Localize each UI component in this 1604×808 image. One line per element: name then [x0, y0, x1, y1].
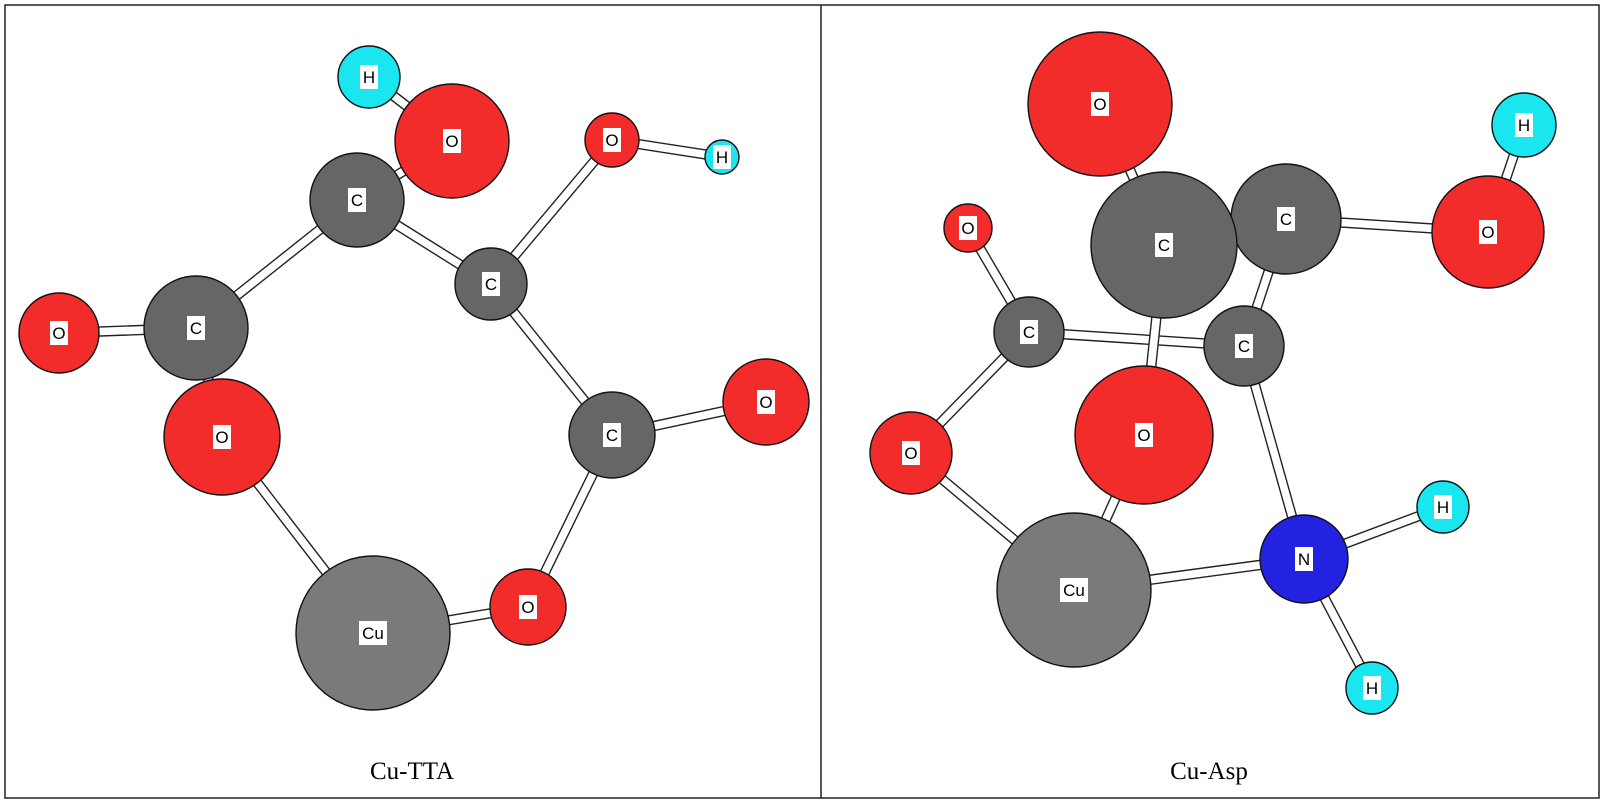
atom-label: C: [1280, 210, 1292, 229]
atom-label: O: [1093, 95, 1106, 114]
atom-label: O: [521, 598, 534, 617]
atom-label-box: [50, 321, 68, 345]
atom-label: H: [1437, 498, 1449, 517]
atom-c: C: [1203, 305, 1285, 387]
atom-label: O: [1137, 426, 1150, 445]
atom-label-box: [902, 441, 920, 465]
atom-label: O: [1481, 223, 1494, 242]
atom-o: O: [1027, 31, 1173, 177]
atom-label-box: [1020, 320, 1038, 344]
atom-label-box: [603, 423, 621, 447]
atom-c: C: [568, 391, 656, 479]
atom-label-box: [213, 425, 231, 449]
atom-c: C: [454, 247, 528, 321]
atom-label: O: [961, 219, 974, 238]
atom-c: C: [1090, 171, 1238, 319]
atom-label: O: [904, 444, 917, 463]
atom-o: O: [869, 411, 953, 495]
atom-h: H: [337, 45, 401, 109]
atom-label: O: [605, 131, 618, 150]
atom-c: C: [143, 275, 249, 381]
atom-label: C: [1158, 236, 1170, 255]
atom-o: O: [1074, 365, 1214, 505]
atom-label: C: [190, 319, 202, 338]
atom-c: C: [993, 296, 1065, 368]
atom-h: H: [1345, 661, 1399, 715]
atom-o: O: [489, 568, 567, 646]
caption-cu-asp: Cu-Asp: [1170, 758, 1248, 785]
atom-label: O: [52, 324, 65, 343]
atom-n: N: [1259, 514, 1349, 604]
atom-label: C: [351, 191, 363, 210]
atom-label-box: [713, 145, 731, 169]
atom-label-box: [757, 390, 775, 414]
atom-label: H: [716, 148, 728, 167]
atom-h: H: [704, 139, 740, 175]
atom-label: H: [363, 68, 375, 87]
atom-o: O: [722, 358, 810, 446]
atom-label: O: [445, 132, 458, 151]
atom-o: O: [394, 83, 510, 199]
atom-label-box: [1363, 676, 1381, 700]
atom-label-box: [1277, 207, 1295, 231]
atom-label-box: [1235, 334, 1253, 358]
atom-label: N: [1298, 550, 1310, 569]
atom-label-box: [1479, 220, 1497, 244]
atom-label-box: [1091, 92, 1109, 116]
atom-label: H: [1366, 679, 1378, 698]
atom-o: O: [584, 112, 640, 168]
atom-label: O: [215, 428, 228, 447]
atom-label-box: [1135, 423, 1153, 447]
atom-o: O: [1431, 175, 1545, 289]
atom-label-box: [1155, 233, 1173, 257]
atom-label-box: [482, 272, 500, 296]
atom-label-box: [348, 188, 366, 212]
atom-label: Cu: [1063, 581, 1085, 600]
caption-cu-tta: Cu-TTA: [370, 758, 454, 785]
atom-c: C: [1230, 163, 1342, 275]
atom-label-box: [1434, 495, 1452, 519]
atom-c: C: [309, 152, 405, 248]
atom-label-box: [603, 128, 621, 152]
atom-label: O: [759, 393, 772, 412]
atom-label-box: [959, 216, 977, 240]
atom-label-box: [443, 129, 461, 153]
atom-cu: Cu: [295, 555, 451, 711]
atom-label-box: [519, 595, 537, 619]
atom-h: H: [1491, 92, 1557, 158]
atom-label: C: [485, 275, 497, 294]
atom-h: H: [1416, 480, 1470, 534]
atom-layer: H O C O H C O C O C O Cu O: [18, 45, 810, 711]
atom-label-box: [1515, 113, 1533, 137]
atom-label-box: [1295, 547, 1313, 571]
atom-label-box: [187, 316, 205, 340]
atom-label: C: [1238, 337, 1250, 356]
atom-o: O: [18, 292, 100, 374]
panel-cu-tta: H O C O H C O C O C O Cu O: [18, 45, 810, 711]
atom-label: Cu: [362, 624, 384, 643]
atom-label-box: [359, 621, 387, 645]
atom-o: O: [163, 378, 281, 496]
atom-label-box: [1060, 578, 1088, 602]
atom-label: C: [606, 426, 618, 445]
atom-label: C: [1023, 323, 1035, 342]
atom-label-box: [360, 65, 378, 89]
atom-o: O: [943, 203, 993, 253]
atom-cu: Cu: [996, 512, 1152, 668]
atom-label: H: [1518, 116, 1530, 135]
